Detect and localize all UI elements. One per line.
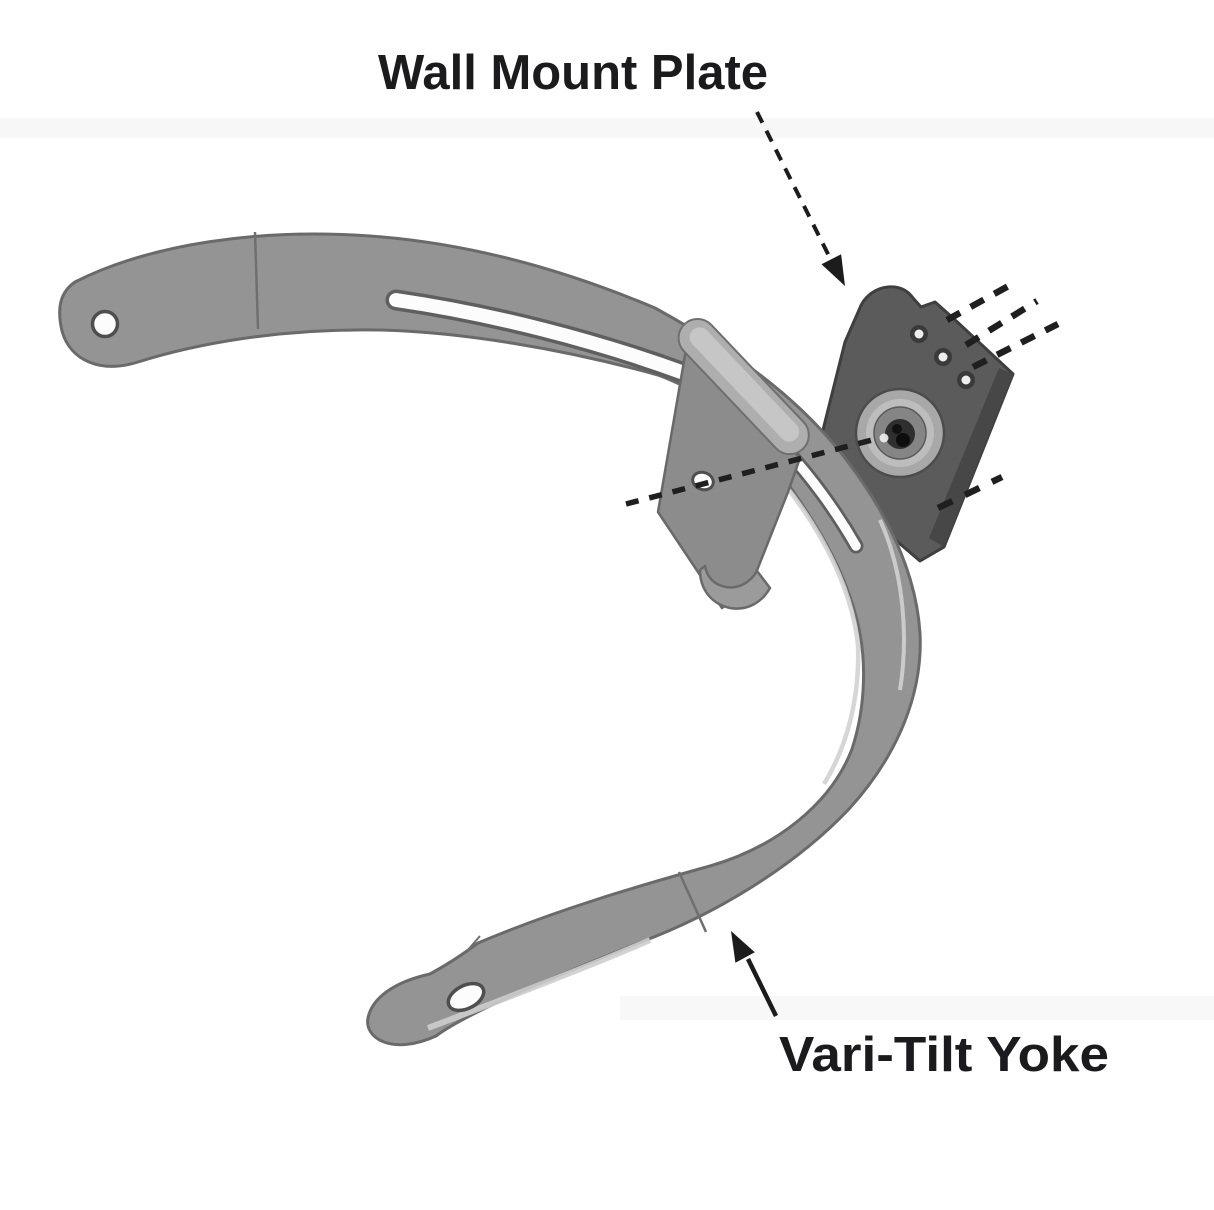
scan-stripe: [0, 118, 1214, 138]
screw-axis-dashes: [625, 280, 1060, 511]
yoke-end-hole-bottom: [446, 981, 486, 1013]
vari-tilt-yoke-arrow-line: [745, 958, 779, 1017]
knob-highlight: [879, 433, 889, 443]
yoke-end-hole-top: [90, 309, 120, 339]
wall-mount-plate-label: Wall Mount Plate: [378, 46, 768, 100]
clamp-bracket: [656, 317, 810, 610]
wall-screw-axis: [964, 298, 1039, 348]
wall-mount-plate-arrow-line: [755, 111, 832, 259]
yoke-seam: [253, 231, 260, 330]
clamp-fold: [677, 317, 810, 456]
vari-tilt-yoke-band: [58, 231, 922, 1047]
screw-hole: [961, 375, 971, 385]
wall-screw-axis: [945, 280, 1016, 323]
scan-stripe: [620, 996, 1214, 1020]
callout-wall-mount-plate: Wall Mount Plate: [378, 46, 845, 286]
yoke-seam: [466, 935, 481, 952]
callout-vari-tilt-yoke: Vari-Tilt Yoke: [731, 931, 1109, 1082]
wall-screw-axis: [971, 321, 1060, 370]
yoke-seam: [677, 871, 708, 933]
slot-opening: [389, 293, 691, 380]
wall-screw-axis-lower: [936, 474, 1004, 511]
vari-tilt-yoke-label: Vari-Tilt Yoke: [779, 1028, 1109, 1082]
yoke-adjustment-slot: [385, 289, 695, 384]
pivot-knob: [854, 387, 946, 479]
yoke-bottom-edge-highlight: [426, 937, 652, 1031]
screw-hole: [914, 329, 924, 339]
knob-hole-shadow: [896, 433, 910, 447]
yoke-inner-highlight: [754, 450, 861, 786]
scan-artifacts: [0, 118, 1214, 1020]
wall-mount-plate-arrowhead-icon: [821, 254, 845, 286]
yoke-outer-bend-highlight: [878, 519, 906, 691]
yoke-band-body: [58, 232, 922, 1047]
clamp-fold-highlight: [689, 327, 800, 442]
vari-tilt-yoke-arrowhead-icon: [731, 931, 755, 963]
plate-screw-holes: [910, 325, 975, 389]
knob-hole-shadow: [892, 424, 902, 434]
clamp-j-hook: [698, 564, 772, 610]
screw-hole: [938, 352, 948, 362]
clamp-screw-axis: [625, 437, 873, 507]
